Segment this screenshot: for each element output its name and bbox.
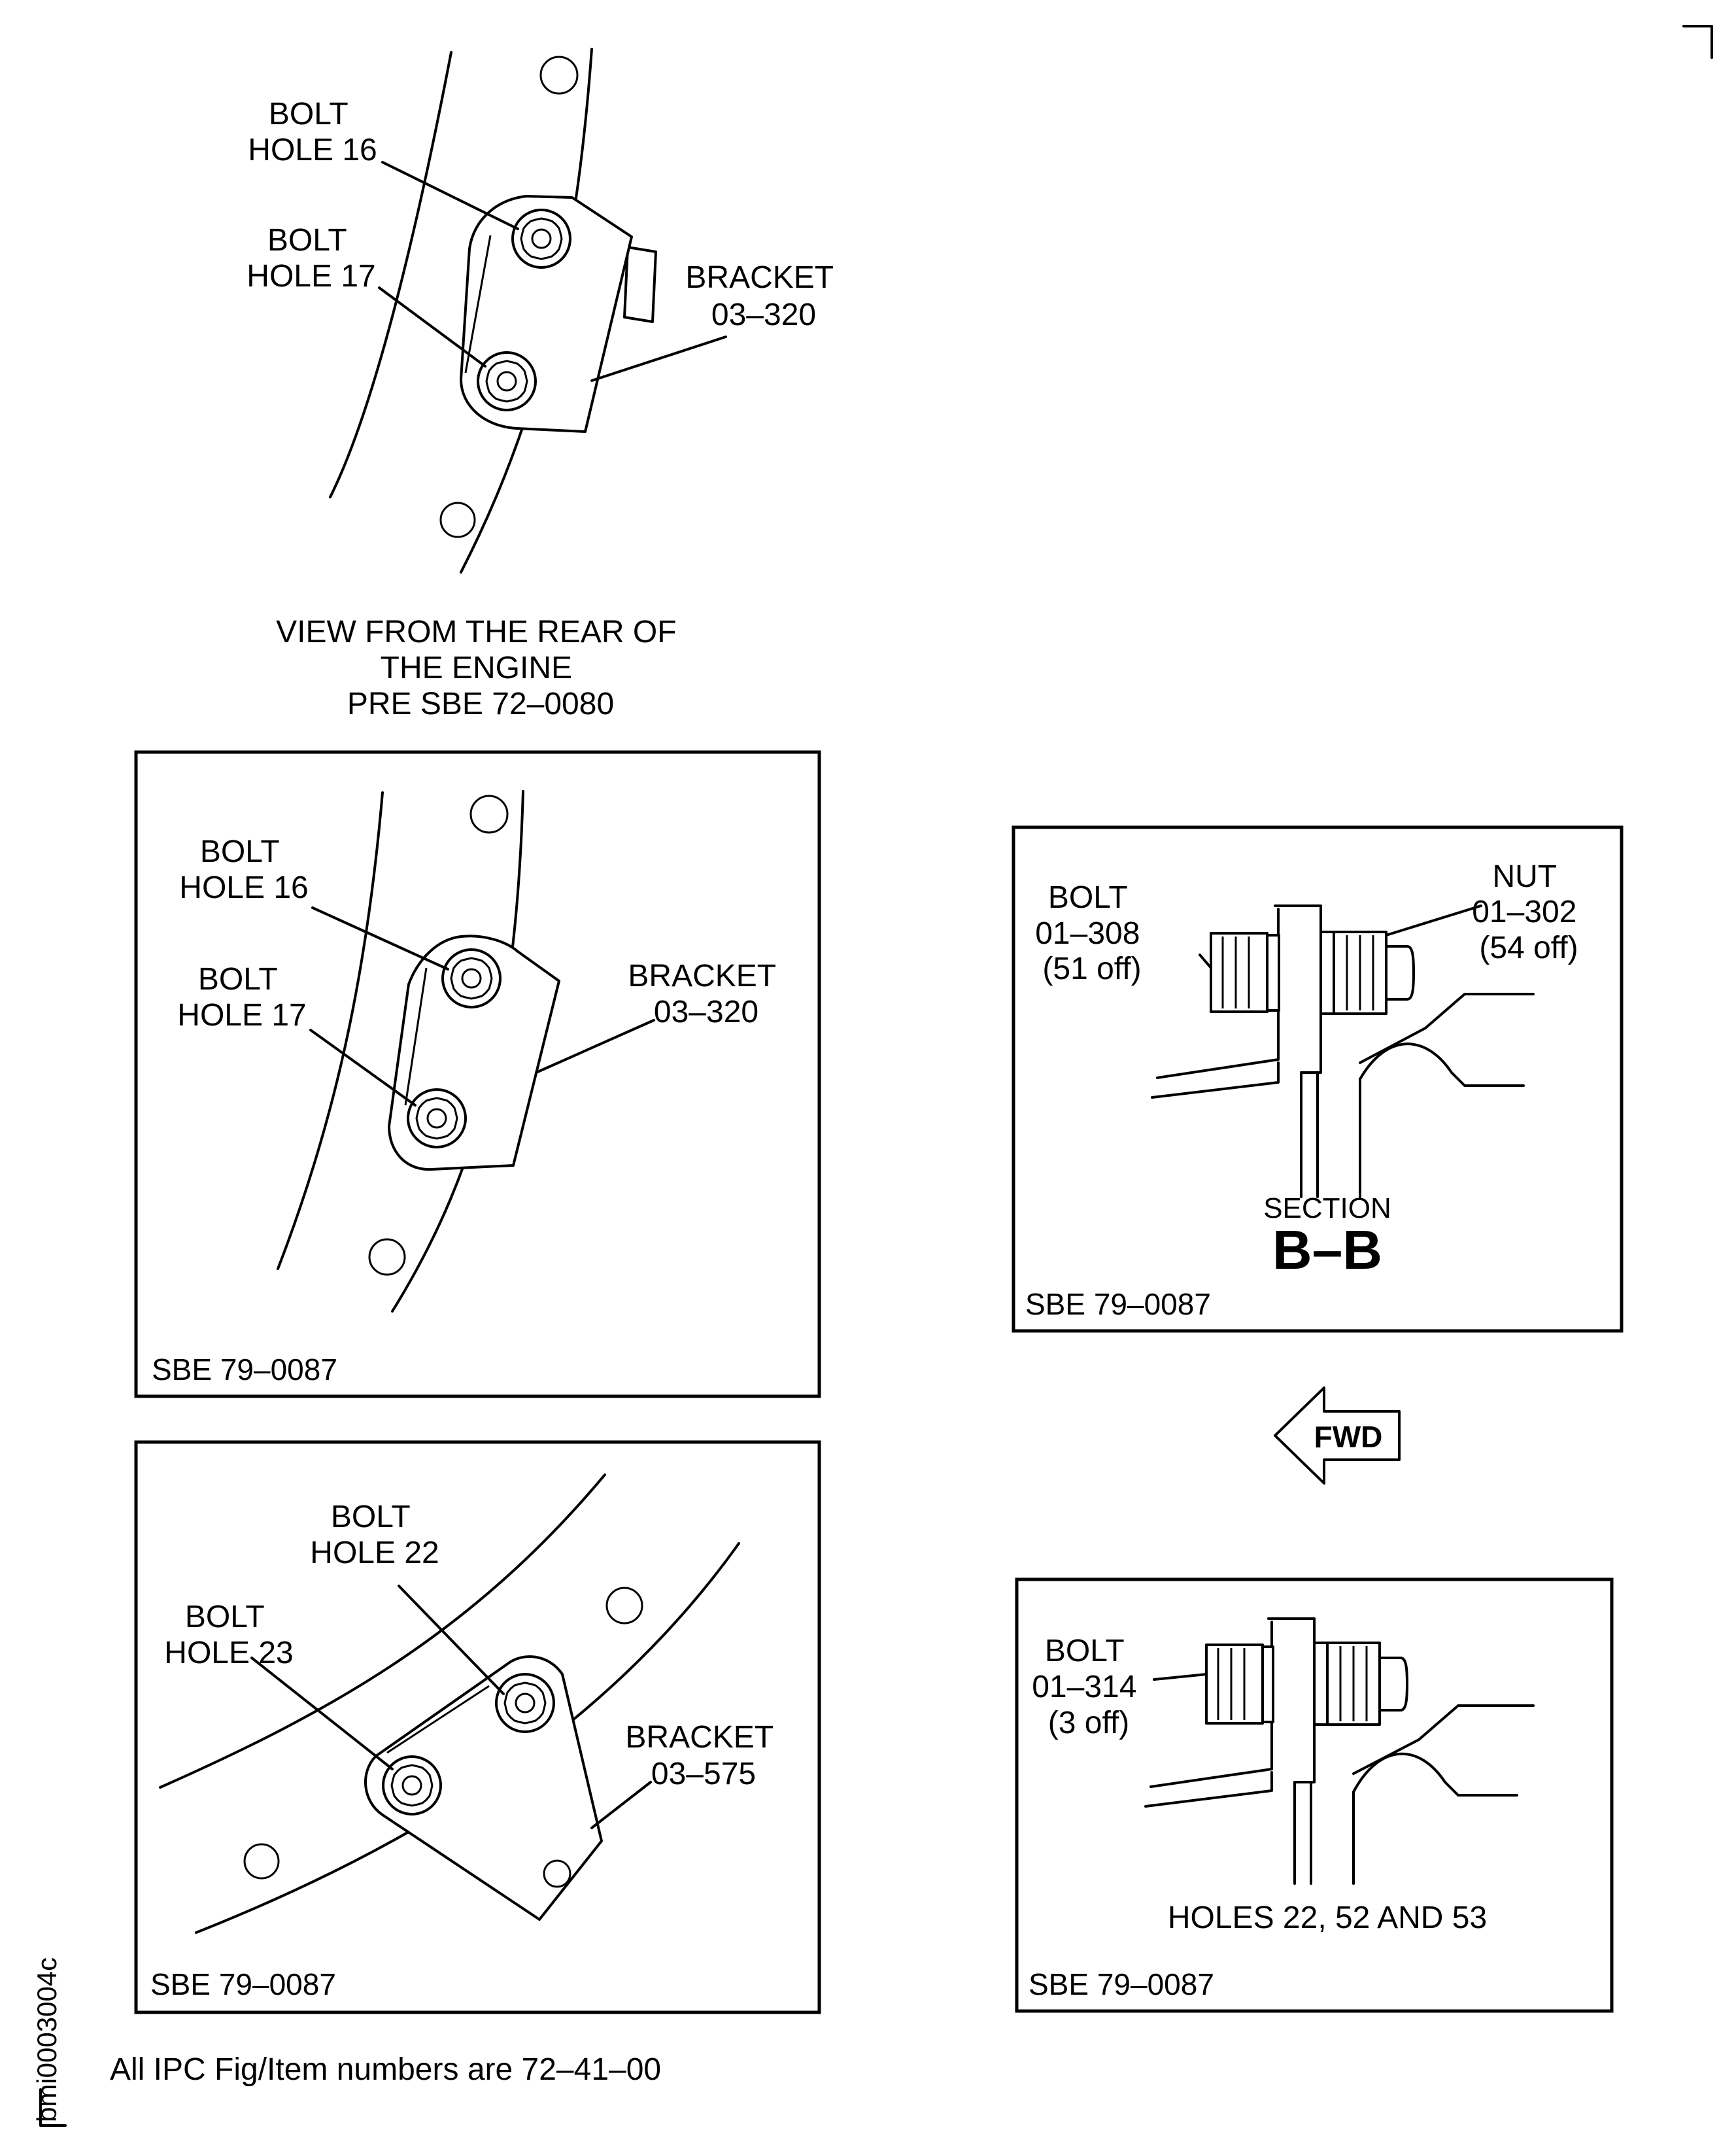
label-bracket: BRACKET 03–320: [685, 260, 842, 332]
corner-mark-bottom-left: [39, 2088, 67, 2127]
leader-bolt: [1199, 954, 1212, 969]
bolt-thread-end: [1378, 1657, 1408, 1712]
panel-bottom-left: [134, 1440, 821, 2014]
nut-washer: [1313, 1642, 1329, 1726]
label-bolt-hole-16: BOLT HOLE 16: [248, 97, 377, 167]
bolt-head-hole-16: [441, 948, 502, 1008]
leader-hole-16: [311, 906, 449, 971]
flange-step: [1293, 1772, 1316, 1783]
label-bolt-01-308: BOLT 01–308 (51 off): [1035, 880, 1149, 986]
fwd-arrow: [1274, 1386, 1401, 1485]
leader-hole-17: [378, 286, 486, 368]
leader-hole-16: [381, 161, 519, 230]
section-letter: B–B: [1272, 1219, 1382, 1281]
bolt-thread-end: [1385, 945, 1415, 1001]
mid-left-illustration: [277, 790, 655, 1313]
bolt-head-hole-23: [382, 1755, 442, 1816]
bracket-inner-line: [464, 235, 492, 373]
bolt-hole-open: [469, 795, 509, 834]
bolt-hole-open: [439, 502, 476, 538]
bracket-small-hole: [543, 1859, 571, 1888]
label-bolt-hole-23: BOLT HOLE 23: [164, 1600, 293, 1670]
fwd-arrow-outline: [1274, 1386, 1401, 1485]
leader-hole-22: [398, 1585, 505, 1695]
casing-upper: [1359, 993, 1535, 1064]
casing-upper: [1352, 1704, 1535, 1775]
nut-flats: [1346, 935, 1374, 1010]
bolt-hole-open: [368, 1238, 406, 1276]
drawing-code: bmi0003004c: [31, 1957, 62, 2122]
bolt-hole-open: [539, 56, 579, 95]
leader-nut: [1385, 904, 1482, 937]
label-bracket: BRACKET 03–575: [625, 1720, 781, 1791]
bolt-head-flats: [1217, 1648, 1246, 1720]
nut-flats: [1339, 1646, 1368, 1721]
label-bracket: BRACKET 03–320: [628, 959, 784, 1029]
bolt-head-hole-17: [407, 1088, 467, 1148]
flange-inner-edge: [329, 51, 452, 498]
leader-bracket: [590, 1781, 652, 1829]
casing-bump: [1359, 1042, 1525, 1087]
bolt-head: [1210, 932, 1268, 1013]
bolt-head-hole-16: [511, 209, 571, 269]
section-b-b-illustration: [1151, 904, 1535, 1198]
label-bolt-hole-17: BOLT HOLE 17: [247, 223, 375, 294]
bottom-left-illustration: [159, 1473, 740, 1934]
flange-inner-edge: [159, 1473, 606, 1789]
holes-caption: HOLES 22, 52 AND 53: [1168, 1901, 1487, 1935]
bolt-head-hole-22: [495, 1673, 555, 1733]
bracket-inner-line: [386, 1685, 490, 1754]
panel-mid-left: [134, 750, 821, 1398]
flange-inner-edge: [277, 791, 384, 1270]
bolt-head-flats: [1221, 937, 1250, 1008]
flange-top: [1274, 904, 1322, 1064]
panel-holes-22-52-53: [1015, 1577, 1614, 2013]
casing-bump: [1352, 1752, 1518, 1797]
flange-step: [1300, 1061, 1322, 1074]
flange-top: [1267, 1617, 1316, 1775]
leader-bracket: [535, 1019, 655, 1074]
nut-washer: [1319, 931, 1335, 1015]
bolt-hole-open: [605, 1587, 643, 1625]
top-view-illustration: [329, 48, 727, 574]
label-bolt-01-314: BOLT 01–314 (3 off): [1032, 1634, 1146, 1740]
bolt-washer: [1261, 1645, 1274, 1723]
bracket-tab: [623, 246, 657, 323]
section-label: SECTION: [1263, 1192, 1391, 1224]
bolt-hole-open: [243, 1843, 280, 1880]
holes-section-illustration: [1144, 1617, 1535, 1885]
bolt-head: [1205, 1644, 1264, 1725]
view-caption: VIEW FROM THE REAR OF THE ENGINE PRE SBE…: [276, 615, 685, 721]
sbe-reference: SBE 79–0087: [1029, 1967, 1214, 2001]
fwd-arrow-label: FWD: [1314, 1420, 1383, 1454]
panel-section-b-b: [1012, 825, 1624, 1333]
sbe-reference: SBE 79–0087: [1025, 1287, 1211, 1321]
leader-hole-17: [309, 1029, 417, 1107]
flange-left-lower: [1144, 1771, 1273, 1808]
label-bolt-hole-22: BOLT HOLE 22: [310, 1500, 439, 1570]
sbe-reference: SBE 79–0087: [150, 1967, 336, 2001]
label-nut-01-302: NUT 01–302 (54 off): [1472, 859, 1586, 965]
bolt-washer: [1266, 934, 1280, 1012]
flange-left-lower: [1151, 1061, 1280, 1099]
label-bolt-hole-17: BOLT HOLE 17: [177, 962, 306, 1033]
leader-hole-23: [250, 1657, 394, 1770]
footer-note: All IPC Fig/Item numbers are 72–41–00: [110, 2052, 661, 2087]
leader-bracket: [590, 336, 727, 382]
corner-mark-top-right: [1682, 25, 1713, 59]
bracket-inner-line: [404, 967, 428, 1106]
label-bolt-hole-16: BOLT HOLE 16: [179, 835, 308, 905]
bolt-head-hole-17: [477, 351, 537, 411]
leader-bolt: [1153, 1673, 1208, 1681]
sbe-reference: SBE 79–0087: [152, 1352, 337, 1386]
